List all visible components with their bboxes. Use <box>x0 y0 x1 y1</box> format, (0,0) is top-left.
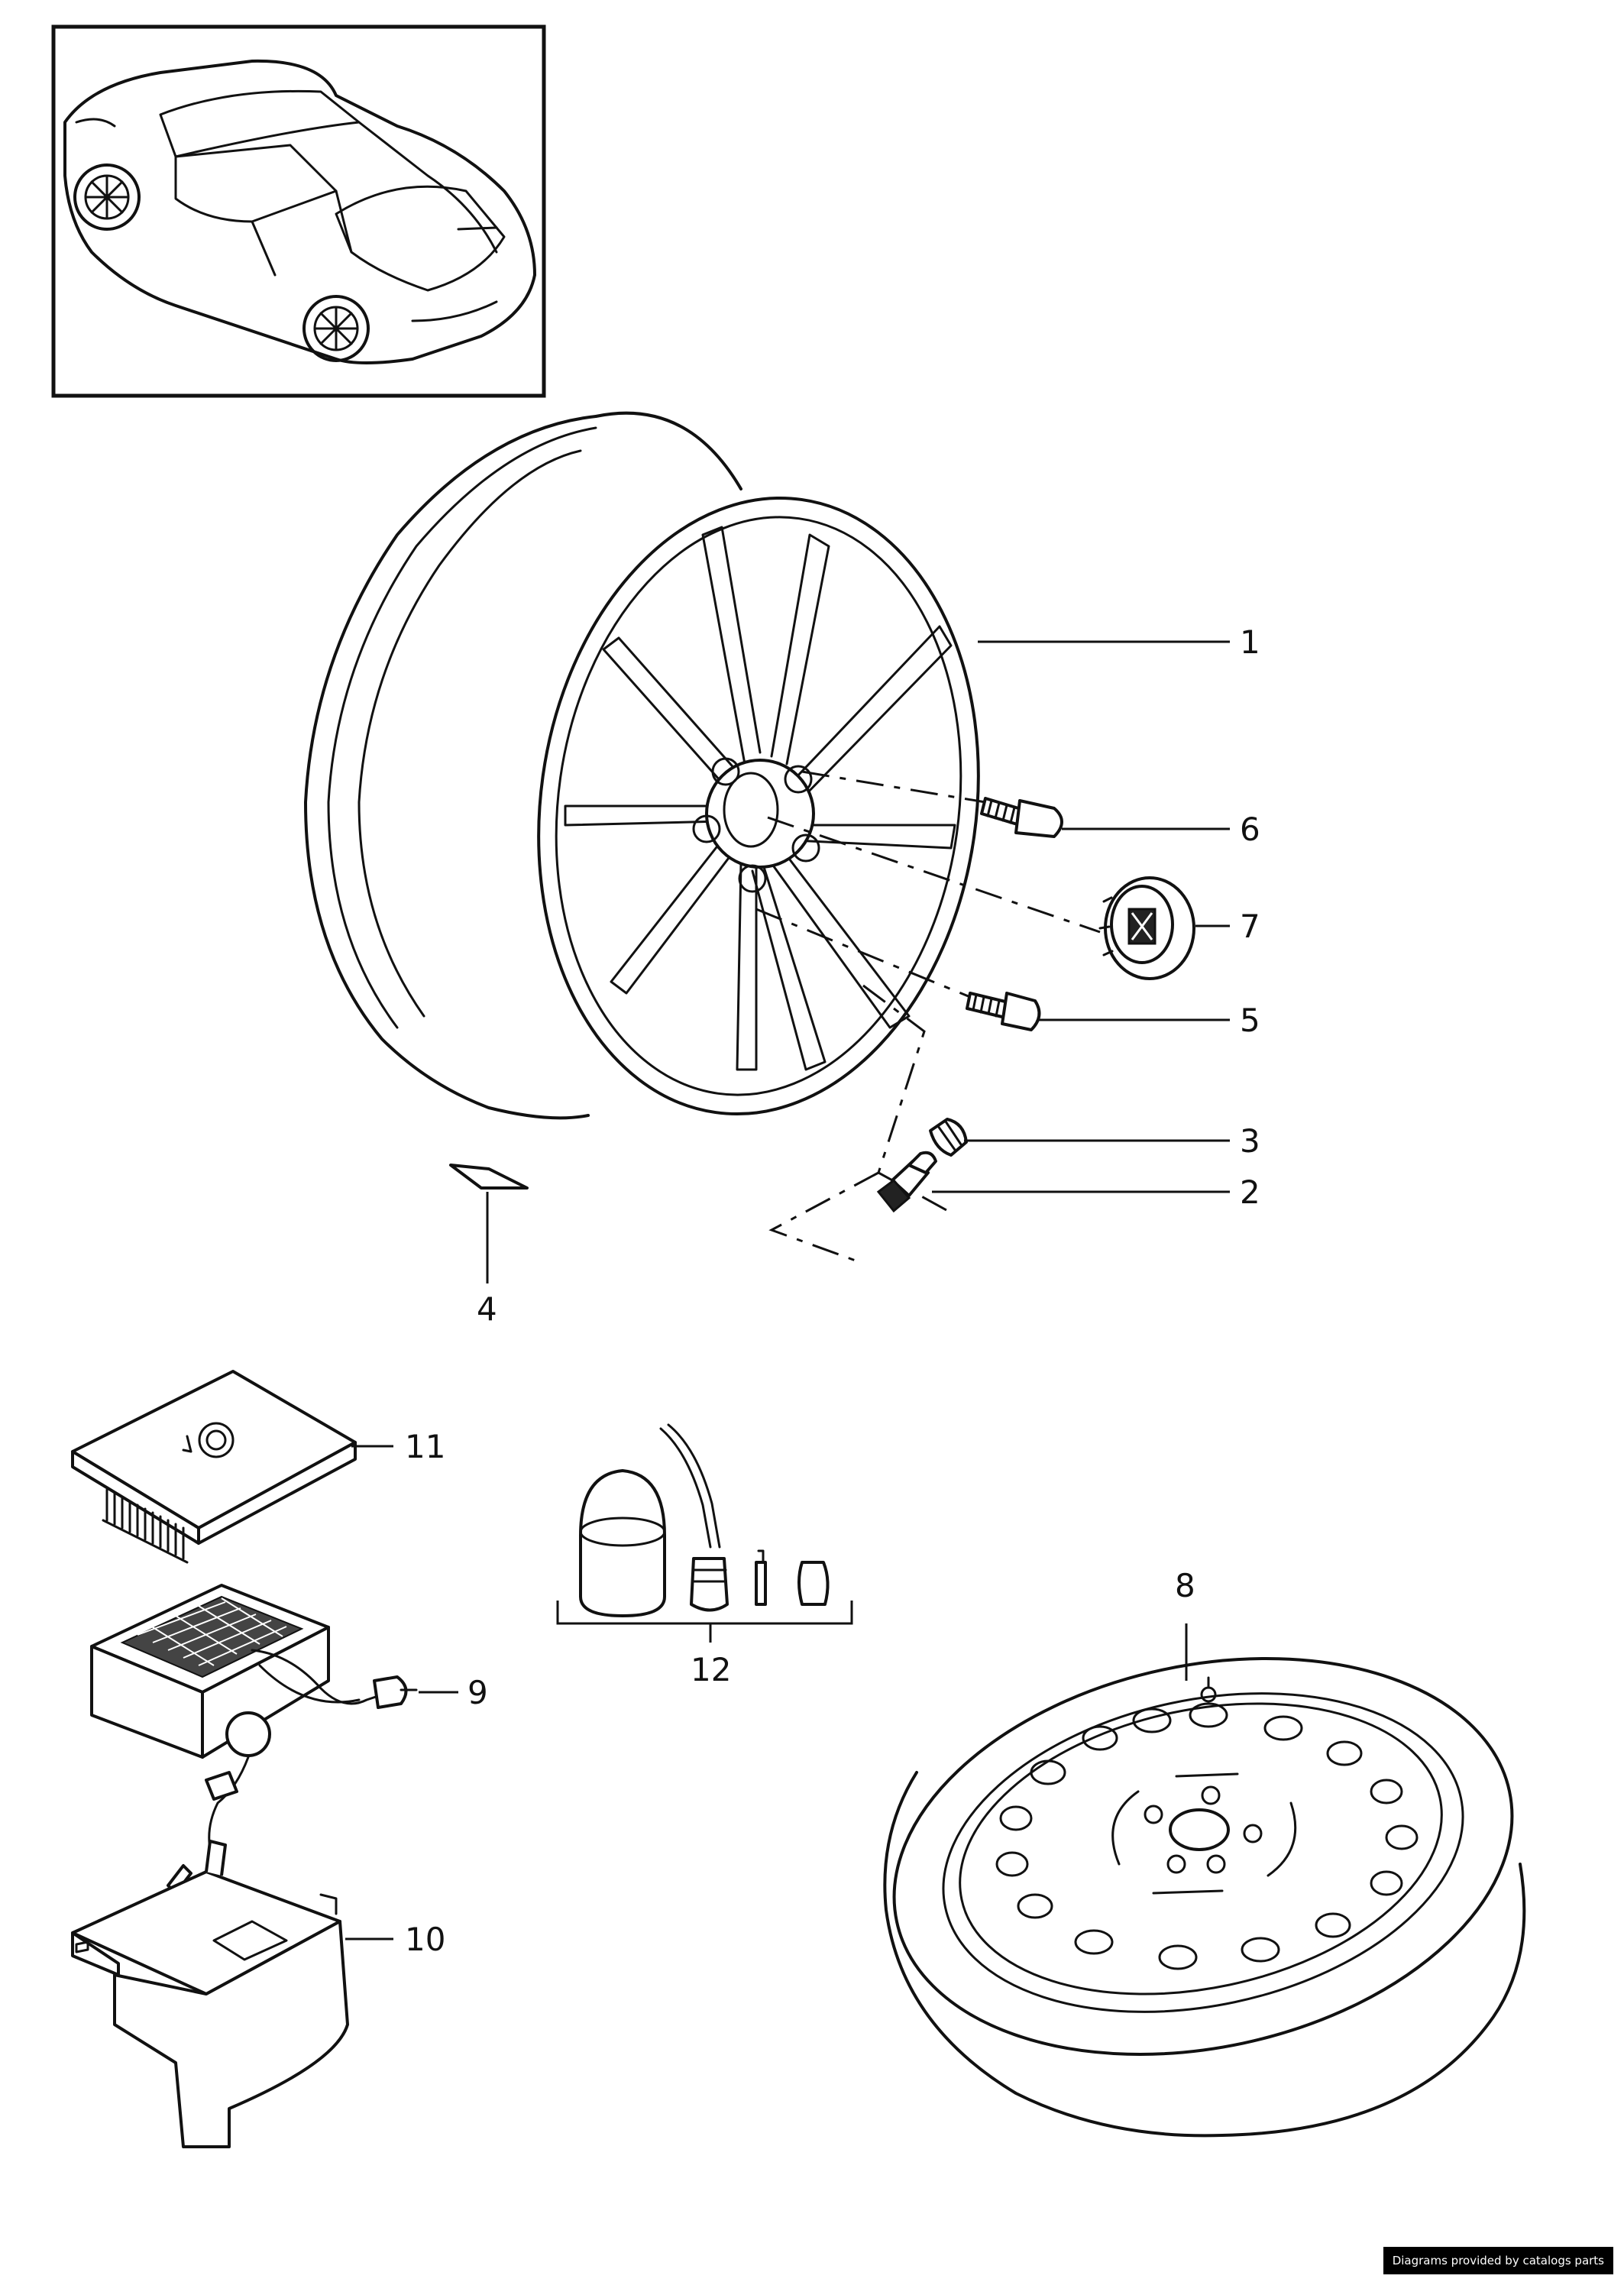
compressor-illustration <box>90 1584 418 1850</box>
callout-5: 5 <box>1240 1002 1260 1039</box>
callout-11: 11 <box>405 1428 445 1465</box>
balance-weight-illustration <box>449 1164 529 1190</box>
tire-valve-illustration <box>876 1151 937 1213</box>
bracket-illustration <box>71 1840 349 2148</box>
leader-lines <box>345 640 1230 1941</box>
callout-2: 2 <box>1240 1173 1260 1211</box>
callout-8: 8 <box>1175 1567 1195 1604</box>
spare-wheel-illustration <box>883 1657 1526 2138</box>
tire-repair-kit-illustration <box>556 1423 853 1643</box>
control-unit-illustration <box>71 1370 357 1564</box>
callout-10: 10 <box>405 1921 445 1958</box>
valve-cap-illustration <box>929 1118 968 1157</box>
wheel-bolt-illustration <box>980 797 1063 838</box>
vehicle-overview-illustration <box>51 24 546 398</box>
callout-7: 7 <box>1240 908 1260 945</box>
footer-credit: Diagrams provided by catalogs parts <box>1383 2247 1613 2274</box>
callout-9: 9 <box>467 1674 488 1711</box>
callout-6: 6 <box>1240 811 1260 848</box>
center-cap-illustration <box>1098 876 1195 980</box>
alloy-wheel-illustration <box>304 411 1101 1262</box>
callout-4: 4 <box>477 1290 497 1328</box>
callout-12: 12 <box>691 1651 731 1688</box>
callout-1: 1 <box>1240 623 1260 661</box>
lug-bolt-illustration <box>966 992 1041 1031</box>
callout-labels: 1 6 7 5 3 2 4 11 12 8 9 10 <box>405 623 1260 1958</box>
callout-3: 3 <box>1240 1122 1260 1160</box>
